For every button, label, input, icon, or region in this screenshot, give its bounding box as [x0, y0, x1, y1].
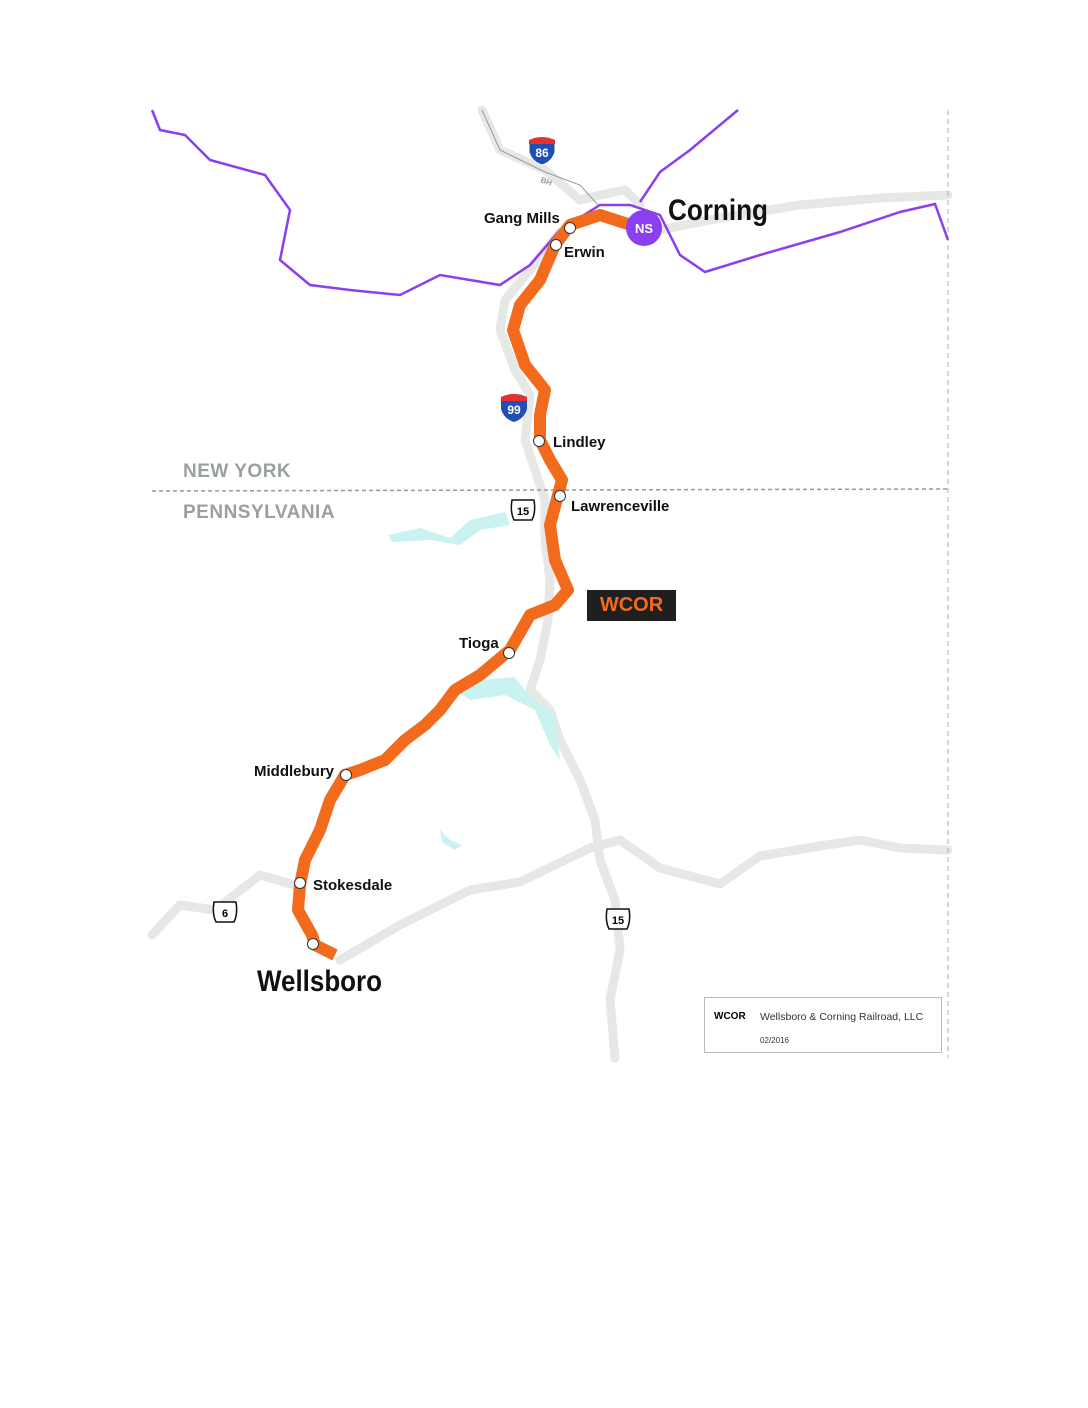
station-markers [294, 222, 576, 950]
station-label: Middlebury [254, 763, 335, 780]
station-marker[interactable] [307, 938, 319, 950]
station-marker[interactable] [564, 222, 576, 234]
road-label-bh: BH [539, 175, 553, 187]
roads [147, 105, 953, 1063]
us6-shield: 6 [212, 901, 238, 923]
station-marker[interactable] [550, 239, 562, 251]
water [388, 512, 560, 850]
svg-text:15: 15 [517, 506, 529, 518]
legend-date: 02/2016 [760, 1036, 789, 1045]
wcor-route-badge: WCOR [587, 590, 676, 621]
state-label-ny: NEW YORK [183, 461, 291, 482]
station-marker[interactable] [533, 435, 545, 447]
station-marker[interactable] [503, 647, 515, 659]
road-bh [481, 109, 599, 206]
station-marker[interactable] [294, 877, 306, 889]
svg-text:99: 99 [507, 403, 521, 417]
city-label-corning: Corning [668, 194, 768, 227]
road-us6 [147, 835, 953, 965]
i99-shield: 99 [501, 394, 527, 422]
station-label: Gang Mills [484, 210, 560, 227]
state-label-pa: PENNSYLVANIA [183, 502, 335, 523]
station-marker[interactable] [340, 769, 352, 781]
ns-rail-lines [150, 109, 950, 297]
us15-shield-north: 15 [510, 499, 536, 521]
station-label: Lawrenceville [571, 498, 669, 515]
station-label: Tioga [459, 635, 499, 652]
road-i99 [495, 227, 625, 1063]
ns-badge: NS [635, 221, 653, 236]
road-corridor-north [477, 105, 645, 210]
road-east [645, 190, 953, 237]
svg-text:86: 86 [535, 146, 549, 160]
svg-text:15: 15 [612, 915, 624, 927]
city-label-wellsboro: Wellsboro [257, 965, 382, 998]
state-border [151, 488, 949, 492]
station-label: Stokesdale [313, 877, 392, 894]
i86-shield: 86 [528, 136, 556, 166]
map-legend: WCOR Wellsboro & Corning Railroad, LLC 0… [704, 997, 942, 1053]
station-label: Erwin [564, 244, 605, 261]
wcor-route [292, 209, 642, 961]
us15-shield-south: 15 [605, 908, 631, 930]
station-marker[interactable] [554, 490, 566, 502]
svg-text:6: 6 [222, 908, 228, 920]
legend-abbr: WCOR [714, 1011, 746, 1022]
ns-badge-circle [626, 210, 662, 246]
station-label: Lindley [553, 434, 606, 451]
legend-name: Wellsboro & Corning Railroad, LLC [760, 1011, 924, 1023]
